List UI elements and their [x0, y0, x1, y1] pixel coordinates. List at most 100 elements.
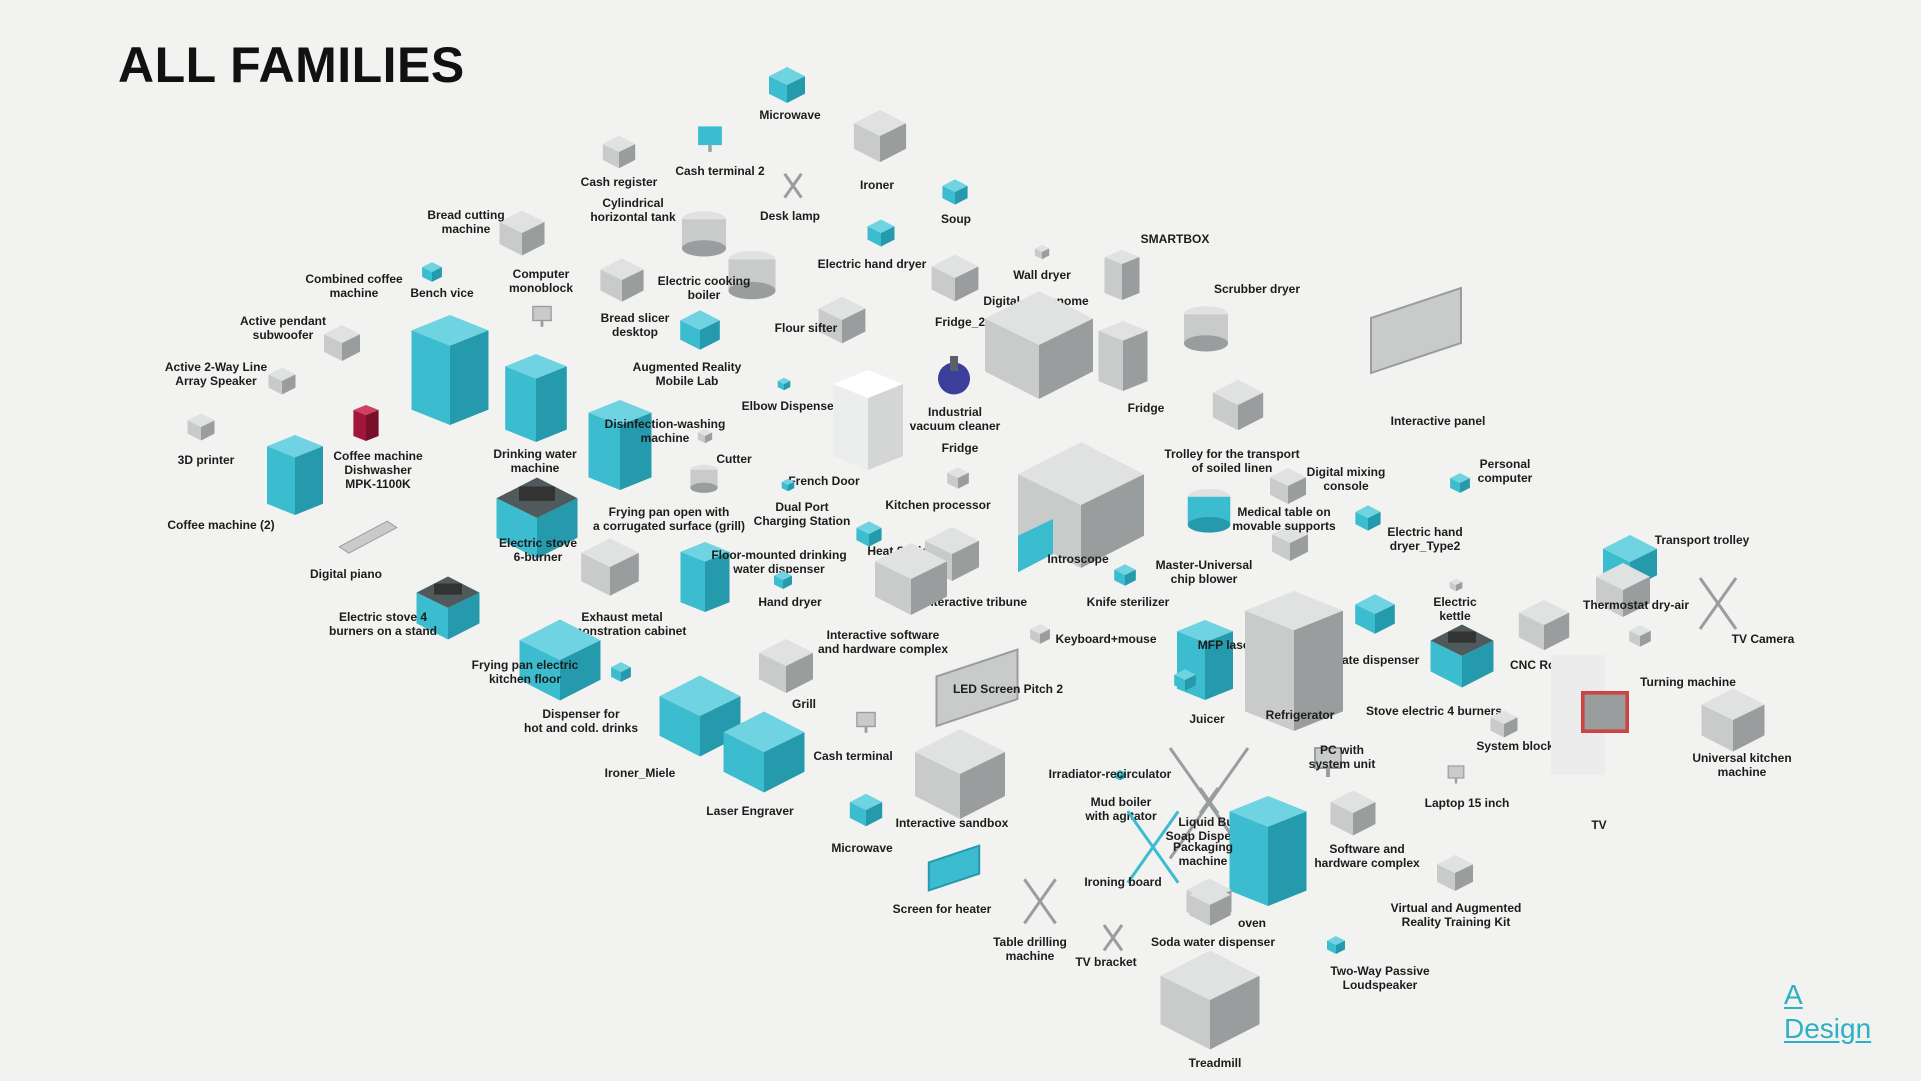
tv-icon [1539, 655, 1659, 780]
family-label-fridge: Fridge [1127, 401, 1165, 415]
lamp-icon [779, 171, 807, 204]
family-label-cutter: Cutter [716, 452, 752, 466]
family-label-soup: Soup [941, 212, 971, 226]
family-label-frying-pan-open-with-a-corrugated-surface-grill: Frying pan open with a corrugated surfac… [592, 505, 746, 533]
family-label-bench-vice: Bench vice [410, 286, 474, 300]
small-teal-icon [1173, 668, 1197, 697]
tall-teal-icon [575, 400, 665, 495]
small-teal-icon [1113, 563, 1137, 592]
family-label-coffee-machine-dishwasher-mpk-1100k: Coffee machine Dishwasher MPK-1100K [333, 449, 423, 491]
camera-icon [1688, 572, 1748, 637]
small-teal-icon [610, 661, 632, 688]
monitor-teal-icon [693, 123, 727, 162]
tray-grey-icon [1270, 523, 1310, 568]
box-grey-icon [578, 535, 642, 604]
brand-logo-line2: Design [1784, 1013, 1872, 1044]
register-icon [601, 134, 637, 175]
box-teal-icon [1353, 592, 1397, 641]
family-label-laptop-15-inch: Laptop 15 inch [1424, 796, 1510, 810]
family-label-fridge: Fridge [941, 441, 979, 455]
small-grey-icon [1449, 578, 1463, 597]
box-grey-icon [929, 252, 981, 309]
ironer-icon [851, 107, 909, 170]
lathe-icon [1698, 685, 1768, 760]
family-label-kitchen-processor: Kitchen processor [885, 498, 991, 512]
family-label-introscope: Introscope [1047, 552, 1109, 566]
family-label-scrubber-dryer: Scrubber dryer [1213, 282, 1301, 296]
brand-logo[interactable]: A Design [1784, 978, 1871, 1046]
scrubber-icon [1177, 297, 1235, 360]
monitor-grey-icon [528, 303, 556, 336]
family-label-pc-with-system-unit: PC with system unit [1308, 743, 1376, 771]
fridge-white-icon [818, 370, 918, 475]
family-label-tv-camera: TV Camera [1731, 632, 1795, 646]
family-label-ironer-miele: Ironer_Miele [604, 766, 676, 780]
small-teal-icon [1114, 768, 1126, 786]
family-label-fridge-2: Fridge_2 [934, 315, 986, 329]
family-label-elbow-dispenser: Elbow Dispenser [741, 399, 839, 413]
family-label-irradiator-recirculator: Irradiator-recirculator [1048, 767, 1172, 781]
tall-teal-icon [395, 315, 505, 430]
ironing-board-icon [1111, 803, 1195, 892]
family-label-bread-slicer-desktop: Bread slicer desktop [600, 311, 670, 339]
family-label-bread-cutting-machine: Bread cutting machine [427, 208, 505, 236]
family-label-two-way-passive-loudspeaker: Two-Way Passive Loudspeaker [1330, 964, 1430, 992]
monitor-grey-icon [852, 709, 880, 742]
piano-icon [336, 502, 400, 571]
family-label-interactive-software-and-hardware-complex: Interactive software and hardware comple… [817, 628, 949, 656]
family-label-digital-mixing-console: Digital mixing console [1306, 465, 1386, 493]
family-label-tv: TV [1591, 818, 1607, 832]
family-label-cylindrical-horizontal-tank: Cylindrical horizontal tank [590, 196, 676, 224]
ironer-teal-icon [655, 671, 745, 766]
dryer-teal-icon [1354, 504, 1382, 537]
family-label-led-screen-pitch-2: LED Screen Pitch 2 [952, 682, 1064, 696]
box-grey-icon [1593, 560, 1653, 625]
pc-icon [1308, 743, 1348, 788]
family-label-thermostat-dry-air: Thermostat dry-air [1582, 598, 1690, 612]
box-grey-icon [322, 323, 362, 368]
tall-teal-icon [1213, 796, 1323, 911]
family-label-industrial-vacuum-cleaner: Industrial vacuum cleaner [909, 405, 1001, 433]
box-teal-icon [848, 792, 884, 833]
tall-teal-icon [670, 542, 740, 617]
small-teal-icon [781, 478, 795, 497]
family-label-virtual-and-augmented-reality-training-kit: Virtual and Augmented Reality Training K… [1390, 901, 1522, 929]
family-label-digital-piano: Digital piano [310, 567, 382, 581]
family-label-frying-pan-electric-kitchen-floor: Frying pan electric kitchen floor [471, 658, 579, 686]
family-label-stove-electric-4-burners: Stove electric 4 burners [1365, 704, 1503, 718]
small-teal-icon [421, 261, 443, 288]
panel-icon [1366, 283, 1466, 388]
family-label-refrigerator: Refrigerator [1265, 708, 1335, 722]
family-label-hand-dryer: Hand dryer [758, 595, 822, 609]
family-label-ironer: Ironer [859, 178, 895, 192]
family-label-liquid-bulk-soap-dispenser: Liquid Bulk Soap Dispenser [1165, 815, 1257, 843]
family-label-turning-machine: Turning machine [1640, 675, 1736, 689]
tank-icon [675, 202, 733, 265]
family-label-3d-printer: 3D printer [177, 453, 235, 467]
family-label-ironing-board: Ironing board [1084, 875, 1162, 889]
tall-teal-icon [255, 435, 335, 520]
family-label-electric-kettle: Electric kettle [1433, 595, 1477, 623]
laptop-icon [1444, 763, 1468, 792]
trolley-icon [1210, 377, 1266, 438]
console-icon [1268, 466, 1308, 511]
family-label-trolley-for-the-transport-of-soiled-linen: Trolley for the transport of soiled line… [1164, 447, 1300, 475]
small-grey-icon [1034, 244, 1050, 265]
coffee-red-icon [348, 405, 384, 446]
cabinet-grey-icon [1097, 250, 1147, 305]
box-teal-icon [515, 615, 605, 710]
small-grey-icon [1628, 624, 1652, 653]
small-teal-icon [855, 520, 883, 553]
family-label-electric-hand-dryer: Electric hand dryer [817, 257, 927, 271]
family-label-electric-hand-dryer-type2: Electric hand dryer_Type2 [1387, 525, 1463, 553]
box-grey-icon [186, 412, 216, 447]
family-label-augmented-reality-mobile-lab: Augmented Reality Mobile Lab [632, 360, 742, 388]
sandbox-icon [910, 724, 1010, 829]
family-label-microwave: Microwave [831, 841, 893, 855]
family-label-flour-sifter: Flour sifter [774, 321, 838, 335]
family-label-master-universal-chip-blower: Master-Universal chip blower [1155, 558, 1253, 586]
family-label-soda-water-dispenser: Soda water dispenser [1150, 935, 1276, 949]
family-label-cash-register: Cash register [580, 175, 658, 189]
screen-teal-icon [926, 840, 982, 901]
